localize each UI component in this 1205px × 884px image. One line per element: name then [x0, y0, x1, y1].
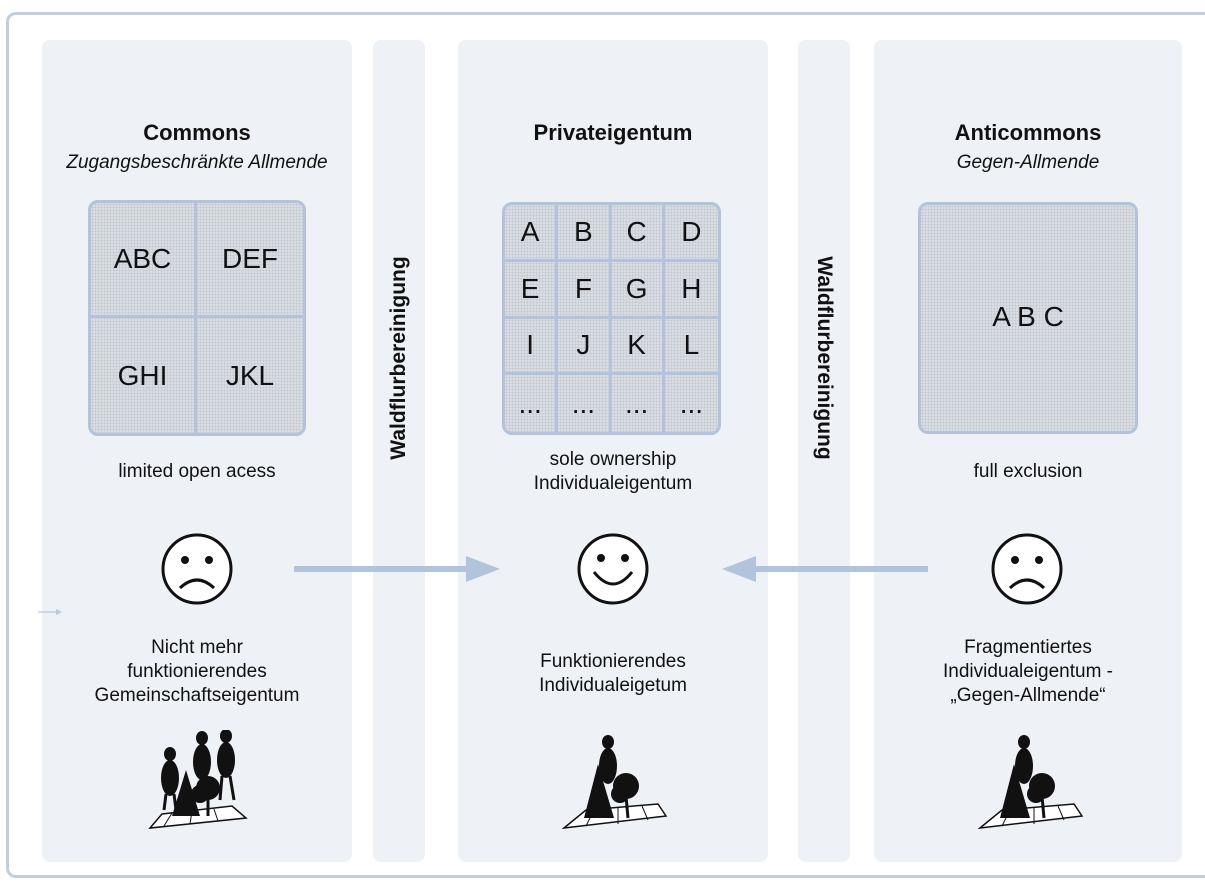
caption-line: Gemeinschaftseigentum: [94, 685, 300, 706]
anticommons-title: Anticommons: [954, 120, 1102, 145]
separator-panel-right: Waldflurbereinigung: [798, 40, 850, 862]
grid-cell: G: [611, 261, 665, 319]
grid-cell: D: [664, 205, 718, 262]
small-arrow-mark: [38, 609, 62, 615]
access-line: sole ownership: [549, 449, 677, 470]
commons-subtitle: Zugangsbeschränkte Allmende: [66, 152, 328, 173]
sad-face-icon: [161, 533, 233, 605]
caption-line: funktionierendes: [127, 661, 267, 682]
privateigentum-caption: Funktionierendes Individualeigetum: [458, 650, 768, 698]
single-person-trees-on-land-icon: [562, 735, 668, 829]
grid-cell: DEF: [197, 203, 303, 318]
anticommons-subtitle: Gegen-Allmende: [956, 152, 1100, 173]
grid-cell: J: [558, 318, 612, 376]
caption-line: Nicht mehr: [151, 637, 243, 658]
commons-caption: Nicht mehr funktionierendes Gemeinschaft…: [42, 636, 352, 708]
grid-cell: ...: [505, 375, 559, 432]
caption-line: Fragmentiertes: [964, 637, 1092, 658]
commons-access-label: limited open acess: [118, 461, 276, 482]
grid-cell: ...: [558, 375, 612, 432]
happy-face-icon: [577, 533, 649, 605]
grid-cell: ABC: [91, 203, 197, 318]
grid-cell: K: [611, 318, 665, 376]
grid-cell: H: [664, 262, 718, 319]
caption-line: Funktionierendes: [540, 651, 686, 672]
anticommons-grid: A B C: [918, 202, 1138, 434]
grid-cell: JKL: [225, 359, 275, 391]
grid-cell: GHI: [91, 318, 197, 433]
commons-grid: ABC DEF GHI JKL: [88, 200, 306, 436]
anticommons-access-label: full exclusion: [973, 461, 1083, 482]
single-person-trees-on-land-icon: [978, 735, 1084, 829]
commons-panel: Commons Zugangsbeschränkte Allmende ABC …: [42, 40, 352, 862]
grid-cell: C: [611, 205, 665, 262]
privateigentum-title: Privateigentum: [533, 120, 693, 145]
arrow-anticommons-to-private: [722, 556, 928, 582]
grid-cell: F: [558, 261, 612, 319]
grid-cell: A: [505, 205, 559, 262]
anticommons-caption: Fragmentiertes Individualeigentum - „Geg…: [874, 636, 1182, 708]
grid-cell: I: [505, 318, 559, 376]
anticommons-panel: Anticommons Gegen-Allmende A B C full ex…: [874, 40, 1182, 862]
separator-panel-left: Waldflurbereinigung: [373, 40, 425, 862]
privateigentum-access-label: sole ownership Individualeigentum: [458, 448, 768, 496]
grid-cell: ...: [679, 387, 704, 419]
grid-cell: A B C: [992, 301, 1064, 332]
caption-line: „Gegen-Allmende“: [950, 685, 1106, 706]
grid-cell: B: [558, 205, 612, 262]
grid-cell: ...: [612, 375, 665, 432]
group-people-trees-on-land-icon: [148, 730, 248, 829]
commons-title: Commons: [143, 120, 251, 145]
grid-cell: L: [664, 319, 718, 376]
sad-face-icon: [991, 533, 1063, 605]
access-line: Individualeigentum: [533, 473, 693, 494]
grid-cell: E: [505, 261, 559, 319]
caption-line: Individualeigentum -: [942, 661, 1114, 682]
arrow-commons-to-private: [294, 556, 500, 582]
caption-line: Individualeigetum: [539, 675, 687, 696]
